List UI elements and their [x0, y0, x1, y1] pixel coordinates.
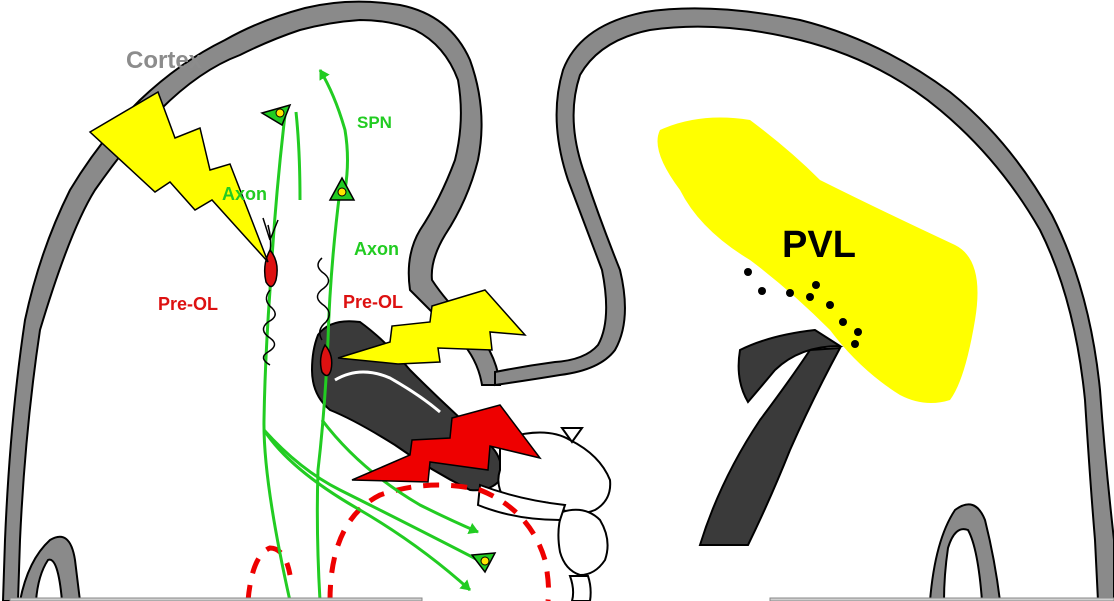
right-ventricle	[700, 348, 840, 545]
pvl-label: PVL	[782, 224, 856, 266]
neuron-soma-icon	[472, 553, 495, 572]
neuron-soma-icon	[262, 105, 290, 125]
axon-label-lower: Axon	[354, 239, 399, 259]
lightning-bolt-icon	[90, 92, 268, 262]
neuron-soma-icon	[330, 178, 354, 200]
pre-ol-label-right: Pre-OL	[343, 292, 403, 312]
spn-label: SPN	[357, 113, 392, 132]
cortex-label: Cortex	[126, 47, 203, 74]
axon-label-upper: Axon	[222, 184, 267, 204]
pre-ol-label-left: Pre-OL	[158, 294, 218, 314]
left-cortex	[3, 2, 500, 601]
